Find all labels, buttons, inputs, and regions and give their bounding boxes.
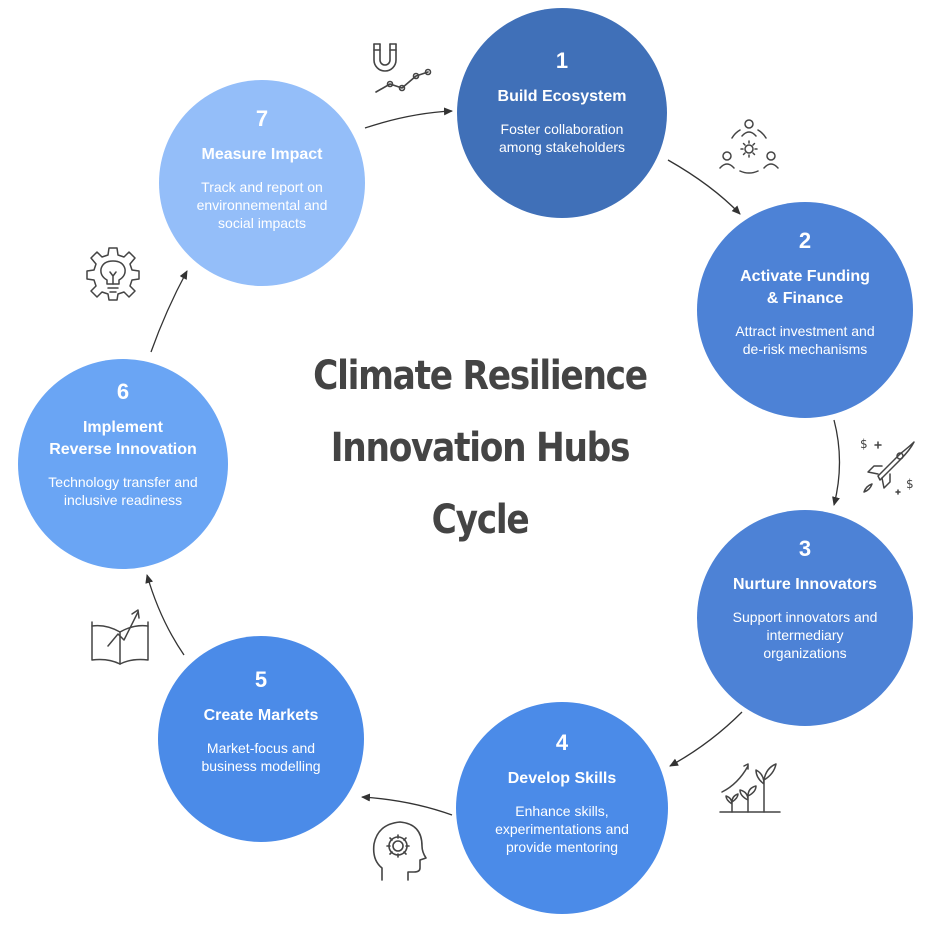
step-2-circle: 2 Activate Funding & Finance Attract inv… [697, 202, 913, 418]
step-number: 7 [255, 106, 269, 131]
growing-plants-icon [719, 763, 781, 813]
magnet-chart-icon [373, 43, 432, 93]
step-title: Create Markets [203, 707, 319, 724]
step-description: Support innovators and intermediary orga… [732, 609, 878, 661]
step-number: 1 [555, 48, 569, 73]
arrow-3-to-4 [669, 711, 743, 767]
step-title: Implement Reverse Innovation [49, 419, 197, 458]
step-description: Market-focus and business modelling [201, 740, 321, 774]
step-7-circle: 7 Measure Impact Track and report on env… [159, 80, 365, 286]
step-number: 5 [254, 667, 268, 692]
step-5-circle: 5 Create Markets Market-focus and busine… [158, 636, 364, 842]
step-1-circle: 1 Build Ecosystem Foster collaboration a… [457, 8, 667, 218]
svg-text:$: $ [906, 477, 914, 491]
step-number: 2 [798, 228, 812, 253]
arrow-6-to-7 [150, 270, 188, 353]
rocket-money-icon: $ $ [860, 437, 915, 495]
arrow-7-to-1 [364, 107, 453, 129]
diagram-title: Climate Resilience Innovation Hubs Cycle [282, 340, 678, 556]
step-title: Nurture Innovators [732, 576, 877, 593]
step-description: Attract investment and de-risk mechanism… [735, 323, 875, 357]
step-title: Measure Impact [201, 146, 323, 163]
step-3-circle: 3 Nurture Innovators Support innovators … [697, 510, 913, 726]
step-number: 4 [555, 730, 569, 755]
step-number: 3 [798, 536, 812, 561]
step-title: Develop Skills [507, 770, 617, 787]
step-description: Foster collaboration among stakeholders [498, 121, 626, 155]
step-6-circle: 6 Implement Reverse Innovation Technolog… [18, 359, 228, 569]
title-line-1: Climate Resilience [313, 353, 648, 399]
step-title: Build Ecosystem [497, 88, 627, 105]
book-growth-icon [91, 609, 149, 665]
step-title: Activate Funding & Finance [740, 268, 870, 307]
gear-lightbulb-icon [86, 247, 140, 301]
step-description: Track and report on environnemental and … [196, 179, 328, 231]
arrow-2-to-3 [832, 419, 841, 506]
step-description: Enhance skills, experimentations and pro… [495, 803, 629, 855]
arrow-1-to-2 [667, 159, 741, 215]
step-description: Technology transfer and inclusive readin… [48, 474, 198, 508]
title-line-2: Innovation Hubs Cycle [330, 425, 631, 543]
step-number: 6 [116, 379, 130, 404]
head-gear-icon [372, 821, 427, 881]
step-4-circle: 4 Develop Skills Enhance skills, experim… [456, 702, 668, 914]
svg-text:$: $ [860, 437, 868, 451]
arrow-4-to-5 [361, 793, 453, 816]
arrow-5-to-6 [145, 574, 185, 656]
stakeholders-gear-icon [719, 119, 779, 174]
